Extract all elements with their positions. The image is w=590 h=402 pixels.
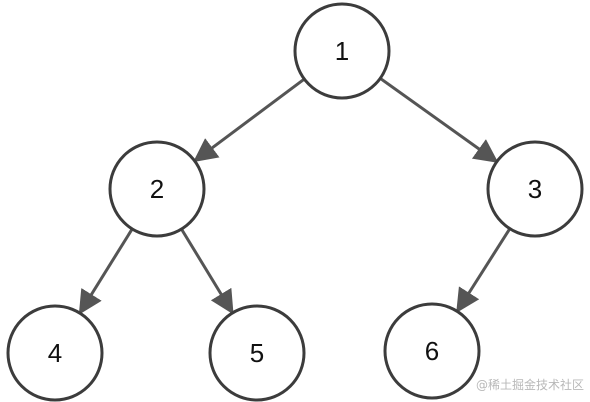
node-label-4: 4 xyxy=(48,338,62,368)
edges xyxy=(78,77,512,315)
tree-node-1: 1 xyxy=(293,2,391,100)
node-label-2: 2 xyxy=(150,174,164,204)
node-circle-4 xyxy=(6,304,104,402)
node-circle-1 xyxy=(293,2,391,100)
tree-node-4: 4 xyxy=(6,304,104,402)
edge-1-to-2 xyxy=(193,77,306,163)
tree-node-6: 6 xyxy=(383,302,481,400)
node-label-3: 3 xyxy=(528,174,542,204)
watermark-text: @稀土掘金技术社区 xyxy=(475,378,584,392)
node-circle-3 xyxy=(486,140,584,238)
edge-3-to-6 xyxy=(456,227,512,314)
tree-node-5: 5 xyxy=(208,304,306,402)
node-circle-2 xyxy=(108,140,206,238)
node-label-5: 5 xyxy=(250,338,264,368)
node-circle-5 xyxy=(208,304,306,402)
edge-2-to-5 xyxy=(180,228,234,315)
edge-2-to-4 xyxy=(78,228,134,315)
node-label-1: 1 xyxy=(335,36,349,66)
tree-node-3: 3 xyxy=(486,140,584,238)
nodes: 1 2 3 4 5 6 xyxy=(6,2,584,402)
tree-node-2: 2 xyxy=(108,140,206,238)
edge-1-to-3 xyxy=(379,77,499,163)
node-circle-6 xyxy=(383,302,481,400)
node-label-6: 6 xyxy=(425,336,439,366)
